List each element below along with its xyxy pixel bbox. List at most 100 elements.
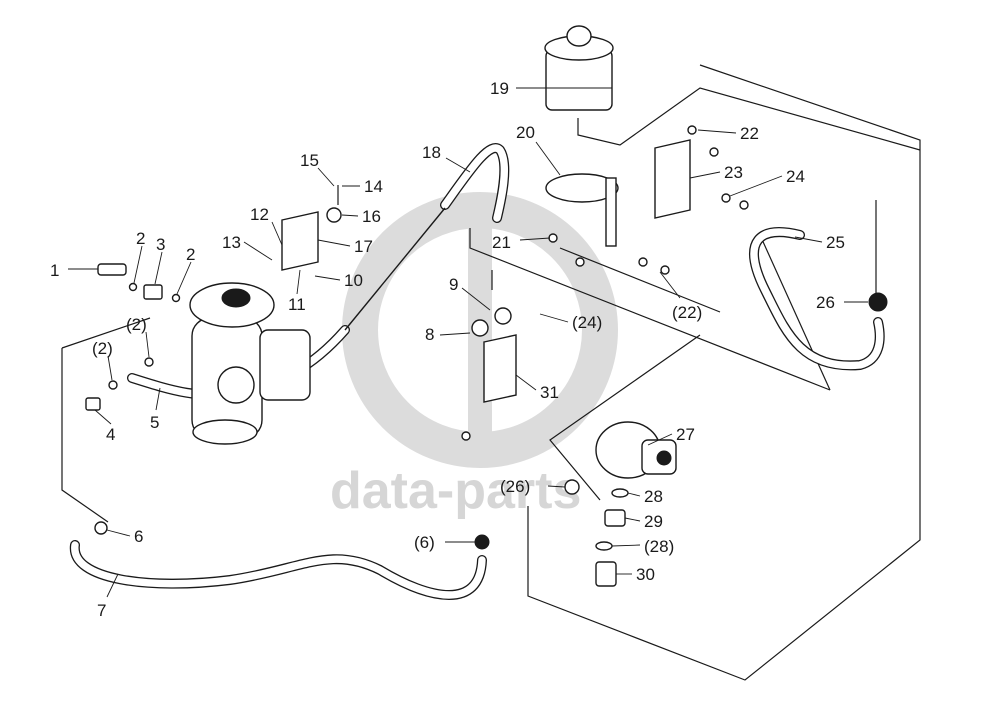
reservoir-19 xyxy=(544,25,614,111)
routing-line-left xyxy=(61,348,109,523)
leader-24 xyxy=(729,175,783,197)
leader-22 xyxy=(697,129,737,134)
washer-2a xyxy=(128,282,138,292)
washer-28 xyxy=(611,488,629,498)
label-2b: 2 xyxy=(186,245,195,264)
label-24b: (24) xyxy=(572,313,602,332)
label-28: 28 xyxy=(644,487,663,506)
label-19: 19 xyxy=(490,79,509,98)
leader-18 xyxy=(445,157,471,173)
nut-22b xyxy=(709,147,719,157)
washer-2d xyxy=(108,380,118,390)
leader-11 xyxy=(296,269,301,295)
leader-23 xyxy=(689,171,721,179)
clamp-and-brackets xyxy=(281,139,691,403)
fittings xyxy=(85,125,888,587)
leader-31 xyxy=(515,374,537,391)
nut-22c xyxy=(638,257,648,267)
leader-29 xyxy=(624,517,641,522)
leader-2b xyxy=(176,261,192,295)
watermark: data-parts xyxy=(330,192,618,520)
gear-bottom xyxy=(192,419,258,445)
label-21: 21 xyxy=(492,233,511,252)
fitting-16 xyxy=(326,207,342,223)
nut-22a xyxy=(687,125,697,135)
fitting-29 xyxy=(604,509,626,527)
label-5: 5 xyxy=(150,413,159,432)
label-26: 26 xyxy=(816,293,835,312)
label-25: 25 xyxy=(826,233,845,252)
washer-2b xyxy=(171,293,181,303)
leader-6 xyxy=(106,529,131,537)
label-16: 16 xyxy=(362,207,381,226)
bolt-21a xyxy=(548,233,558,243)
label-2c: (2) xyxy=(126,315,147,334)
routing-lines xyxy=(61,64,921,681)
leader-17 xyxy=(317,239,351,247)
label-15: 15 xyxy=(300,151,319,170)
label-24: 24 xyxy=(786,167,805,186)
label-12: 12 xyxy=(250,205,269,224)
routing-line-bracket-mid xyxy=(559,247,721,313)
hose-7-inner xyxy=(71,541,486,599)
label-2d: (2) xyxy=(92,339,113,358)
leader-4 xyxy=(94,409,112,425)
label-14: 14 xyxy=(364,177,383,196)
hose-18-inner xyxy=(441,144,509,222)
pipe-18-lower xyxy=(344,207,446,331)
label-2a: 2 xyxy=(136,229,145,248)
steering-gear xyxy=(189,282,311,445)
leader-24b xyxy=(539,313,569,323)
leader-2a xyxy=(133,245,143,284)
bolt-24a xyxy=(721,193,731,203)
label-8: 8 xyxy=(425,325,434,344)
watermark-text: data-parts xyxy=(330,462,581,520)
routing-line-left-top xyxy=(61,317,151,349)
ring-6 xyxy=(94,521,108,535)
leader-lines xyxy=(68,87,868,598)
part-labels: 1 2 3 2 (2) (2) 4 5 6 7 (6) 8 9 (24) 31 … xyxy=(50,79,845,620)
label-29: 29 xyxy=(644,512,663,531)
nut-22d xyxy=(660,265,670,275)
label-4: 4 xyxy=(106,425,115,444)
fitting-3 xyxy=(143,284,163,300)
cap-26 xyxy=(868,292,888,312)
leader-5 xyxy=(155,387,161,411)
label-22: 22 xyxy=(740,124,759,143)
label-11: 11 xyxy=(288,295,306,314)
pump-pulley xyxy=(656,450,672,466)
leader-2c xyxy=(145,331,150,358)
watermark-logo-ring xyxy=(342,192,618,468)
label-13: 13 xyxy=(222,233,241,252)
leader-26b xyxy=(547,485,566,488)
label-26b: (26) xyxy=(500,477,530,496)
routing-line-right-frame xyxy=(527,64,921,681)
washer-28b xyxy=(595,541,613,551)
leader-22b xyxy=(659,271,681,299)
reservoir-cap xyxy=(566,25,592,47)
bolt-21b xyxy=(575,257,585,267)
routing-line-pump-link xyxy=(549,334,701,501)
leader-21 xyxy=(519,237,551,241)
label-3: 3 xyxy=(156,235,165,254)
hoses xyxy=(69,143,885,600)
ring-26b xyxy=(564,479,580,495)
leader-13 xyxy=(243,241,273,261)
label-22b: (22) xyxy=(672,303,702,322)
label-31: 31 xyxy=(540,383,559,402)
bolt-4 xyxy=(85,397,101,411)
routing-line-reservoir-back xyxy=(577,87,921,151)
leader-8 xyxy=(439,332,471,336)
leader-20 xyxy=(535,141,561,176)
leader-2d xyxy=(107,355,113,381)
pump-27 xyxy=(595,421,677,479)
label-23: 23 xyxy=(724,163,743,182)
ring-8b xyxy=(494,307,512,325)
label-27: 27 xyxy=(676,425,695,444)
label-20: 20 xyxy=(516,123,535,142)
label-17: 17 xyxy=(354,237,373,256)
label-6b: (6) xyxy=(414,533,435,552)
leader-16 xyxy=(341,214,359,217)
label-28b: (28) xyxy=(644,537,674,556)
gear-side-block xyxy=(259,329,311,401)
